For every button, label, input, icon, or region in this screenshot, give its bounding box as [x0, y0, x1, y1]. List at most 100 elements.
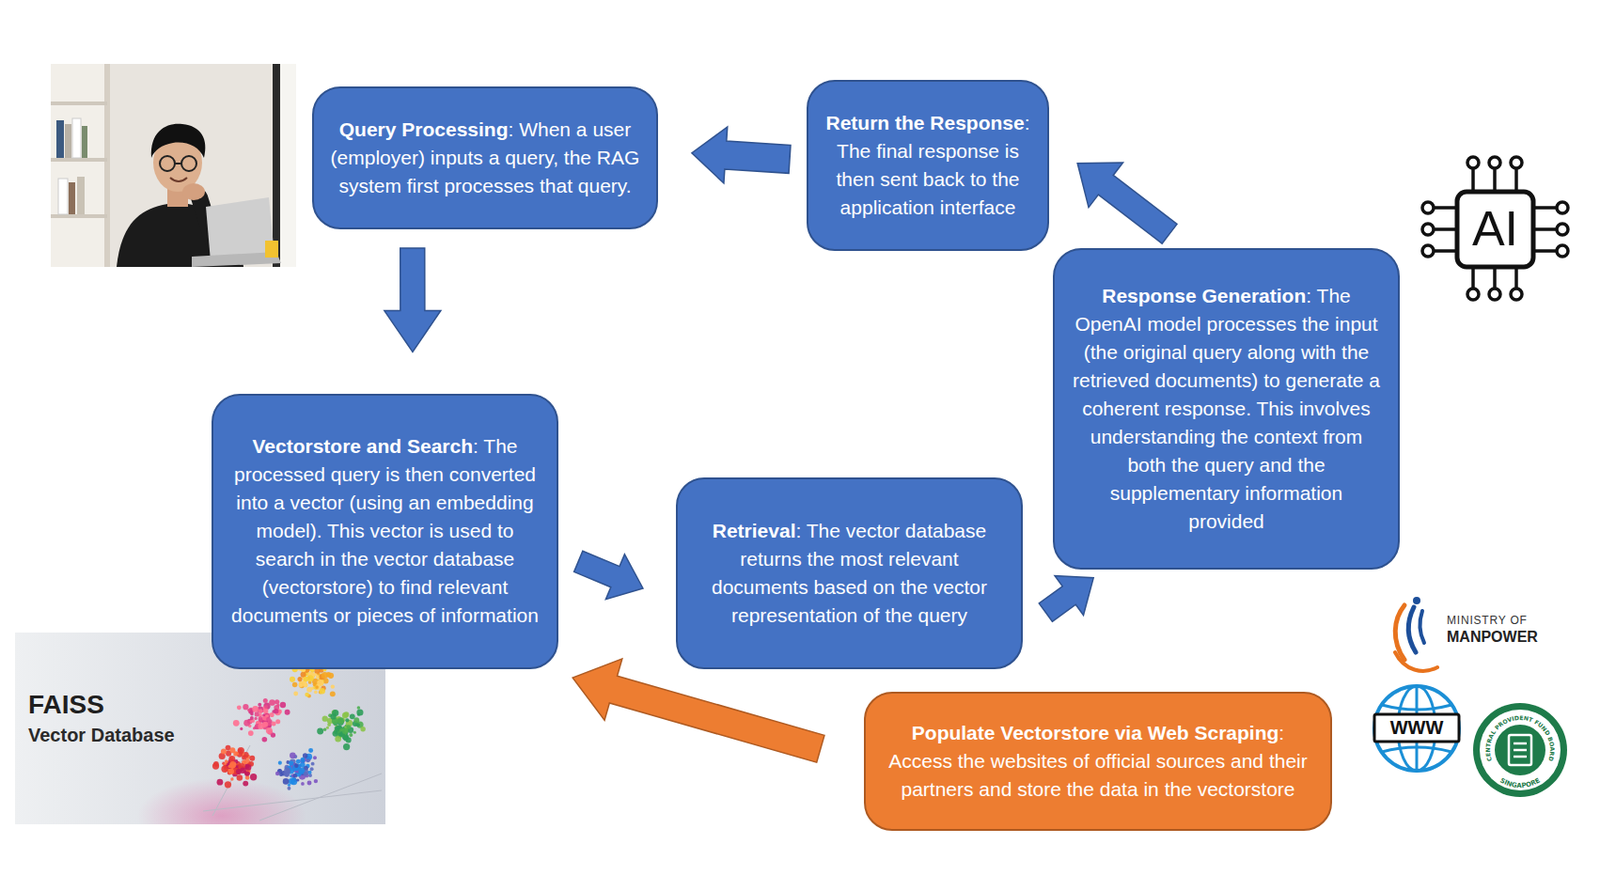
- user-photo: [58, 178, 68, 215]
- vector-point: [285, 768, 291, 774]
- mom-logo: [1395, 652, 1438, 672]
- vector-point: [288, 778, 295, 785]
- vector-point: [323, 728, 327, 732]
- vector-point: [243, 720, 251, 727]
- ai-chip-icon: [1533, 205, 1557, 210]
- vector-point: [278, 761, 283, 766]
- vector-point: [236, 705, 242, 710]
- mom-logo: [1412, 596, 1421, 605]
- vector-point: [263, 698, 268, 704]
- user-photo: [72, 118, 81, 158]
- vector-point: [266, 717, 271, 722]
- user-photo: [170, 177, 188, 182]
- flow-arrow: [1077, 162, 1177, 244]
- user-photo: [181, 156, 197, 172]
- user-photo: [50, 63, 110, 267]
- box-text: Vectorstore and Search: The processed qu…: [228, 432, 542, 630]
- vector-point: [303, 771, 309, 777]
- user-photo: [104, 63, 110, 267]
- box-text: Retrieval: The vector database returns t…: [692, 517, 1006, 630]
- step-description: : The processed query is then converted …: [231, 435, 539, 627]
- cpf-seal: CENTRAL PROVIDENT FUND BOARDSINGAPORE: [1471, 701, 1569, 800]
- vector-point: [321, 672, 329, 679]
- vector-point: [345, 718, 349, 722]
- vector-point: [284, 709, 291, 716]
- vector-point: [329, 690, 336, 697]
- user-photo: [174, 162, 182, 165]
- cpf-seal: [1508, 735, 1532, 766]
- vector-point: [253, 717, 257, 721]
- vector-point: [289, 752, 297, 759]
- vector-point: [326, 726, 330, 730]
- vector-db-image: [212, 656, 366, 790]
- vector-point: [239, 727, 243, 731]
- vector-point: [297, 676, 302, 682]
- vector-point: [357, 713, 361, 717]
- ai-chip-icon: [1457, 191, 1534, 267]
- vector-point: [322, 716, 329, 722]
- vector-point: [233, 720, 240, 727]
- vector-point: [329, 713, 336, 720]
- vector-point: [212, 762, 220, 769]
- step-heading: Query Processing: [339, 118, 509, 141]
- vector-point: [302, 752, 308, 758]
- vector-point: [249, 755, 255, 762]
- step-heading: Return the Response: [825, 111, 1024, 134]
- ai-chip-icon: [1510, 288, 1522, 300]
- vector-point: [250, 773, 257, 781]
- vector-point: [230, 777, 234, 781]
- process-box: Retrieval: The vector database returns t…: [675, 477, 1023, 670]
- vector-point: [360, 726, 365, 732]
- vector-point: [224, 781, 232, 788]
- ai-chip-icon: [1514, 168, 1519, 192]
- cpf-seal: [1479, 709, 1561, 791]
- user-photo: [280, 63, 297, 267]
- vector-point: [282, 778, 290, 785]
- user-photo: [50, 214, 108, 219]
- ai-chip-icon: [1433, 227, 1458, 232]
- ai-chip-icon: [1422, 202, 1434, 214]
- flow-arrow: [691, 126, 791, 184]
- vector-point: [308, 748, 314, 753]
- vector-point: [356, 722, 361, 727]
- vector-point: [248, 730, 254, 737]
- vector-db-image: [137, 778, 307, 825]
- vector-point: [313, 690, 318, 694]
- image-title: FAISS: [28, 690, 105, 721]
- ai-chip-icon: [1467, 288, 1479, 300]
- ai-chip-icon: [1471, 266, 1475, 289]
- vector-point: [353, 717, 360, 723]
- vector-point: [356, 708, 363, 716]
- vector-point: [300, 782, 305, 786]
- vector-point: [274, 708, 282, 716]
- vector-point: [337, 717, 345, 724]
- user-photo: [77, 176, 85, 215]
- vector-point: [251, 705, 259, 713]
- vector-point: [287, 786, 292, 791]
- ai-chip-icon: [1514, 266, 1519, 289]
- box-text: Populate Vectorstore via Web Scraping: A…: [880, 719, 1316, 804]
- step-heading: Retrieval: [712, 519, 797, 542]
- user-photo: [81, 125, 88, 158]
- cpf-seal: [1513, 755, 1527, 759]
- user-photo: [56, 120, 64, 158]
- ai-chip-icon: [1556, 202, 1569, 214]
- vector-point: [342, 712, 348, 719]
- vector-point: [287, 784, 291, 787]
- step-heading: Populate Vectorstore via Web Scraping: [911, 721, 1280, 744]
- vector-point: [268, 699, 276, 706]
- vector-point: [242, 781, 249, 787]
- ai-chip-icon: [1489, 288, 1501, 300]
- vector-point: [239, 767, 247, 774]
- seal-text: SINGAPORE: [1498, 776, 1542, 790]
- user-photo: [64, 124, 72, 158]
- vector-point: [229, 761, 236, 769]
- flow-arrow: [574, 550, 644, 599]
- vector-point: [313, 755, 317, 760]
- vector-point: [229, 747, 236, 753]
- vector-point: [288, 760, 294, 766]
- ai-chip-icon: [1422, 156, 1569, 300]
- ai-chip-icon: [1433, 249, 1458, 253]
- vector-point: [245, 764, 252, 771]
- process-box: Query Processing: When a user (employer)…: [312, 86, 659, 230]
